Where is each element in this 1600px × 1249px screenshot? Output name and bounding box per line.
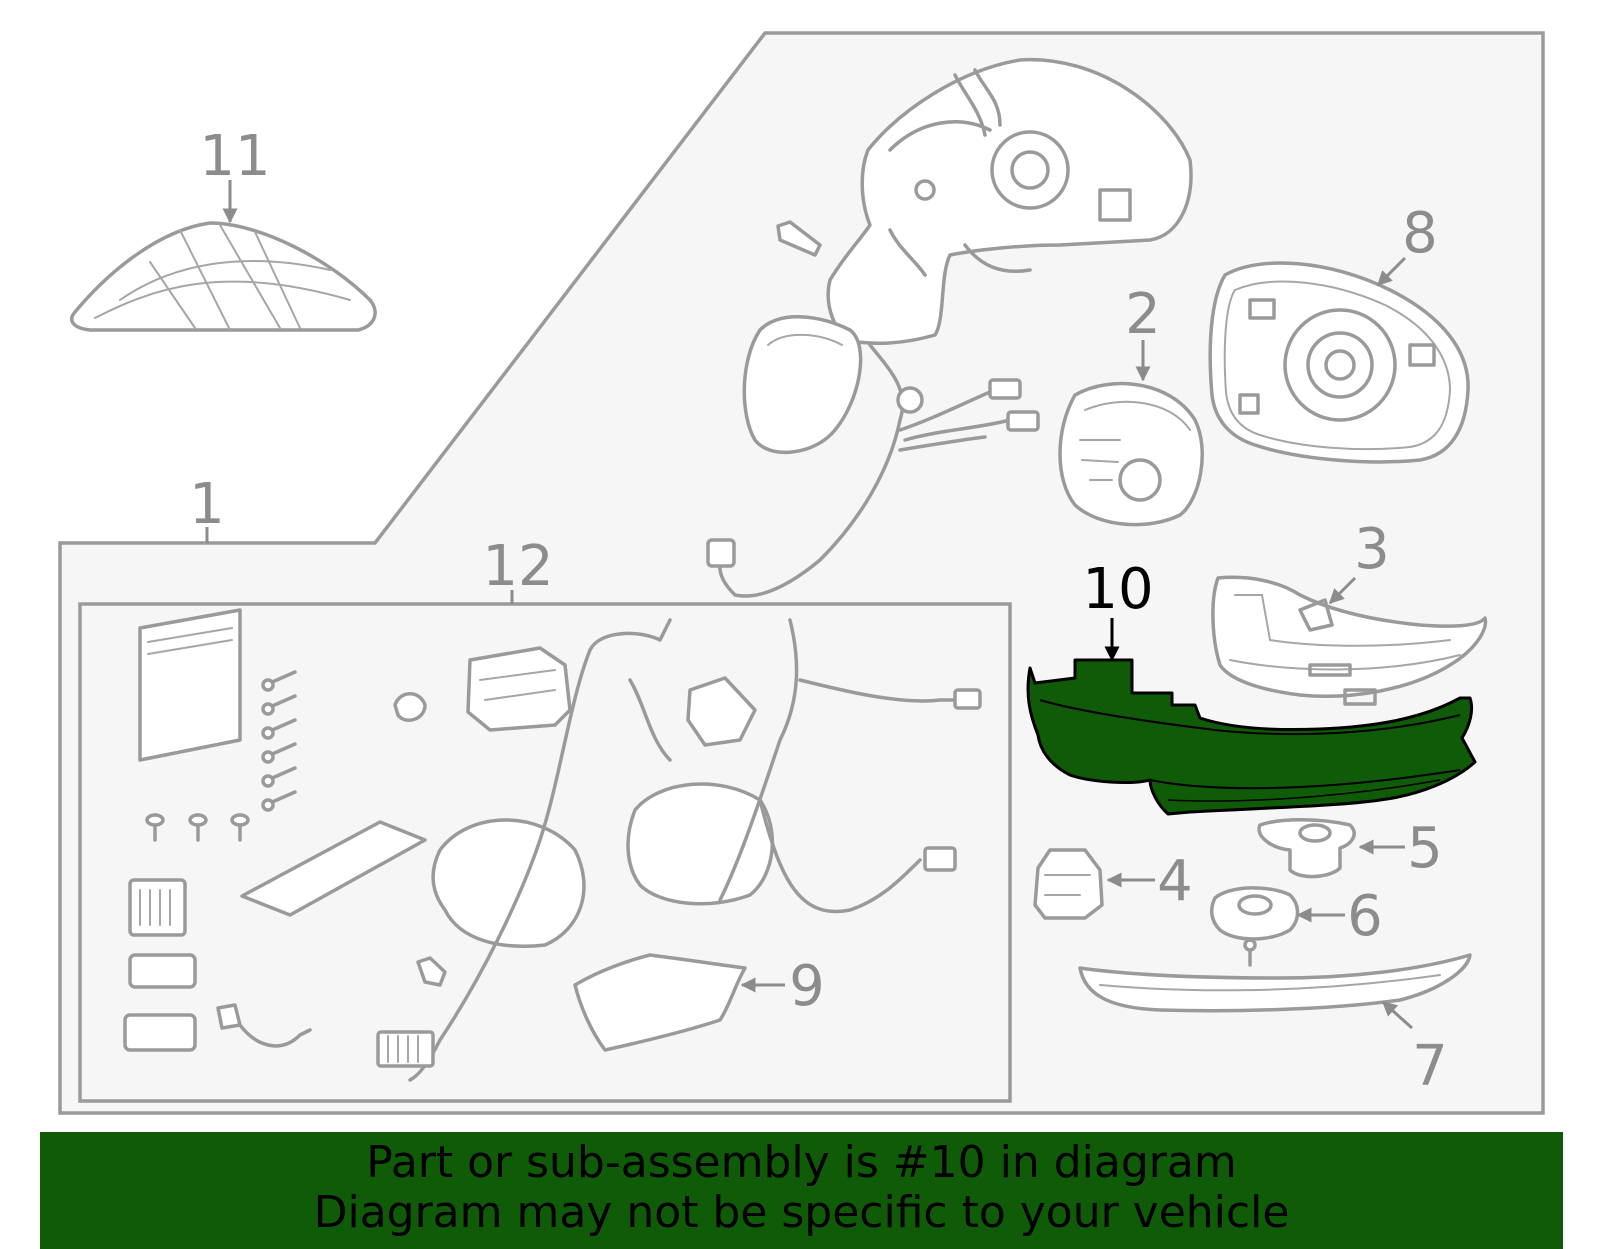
part-5-socket[interactable] [1257,818,1356,879]
callout-12: 12 [482,534,553,599]
part-6-led-unit[interactable] [1209,886,1300,941]
callout-8: 8 [1402,201,1438,266]
mirror-housing-assembly[interactable] [706,58,1193,598]
footer-line-2: Diagram may not be specific to your vehi… [313,1187,1290,1238]
callout-6: 6 [1347,884,1383,949]
callout-3: 3 [1354,517,1390,582]
part-4-bracket[interactable] [1033,848,1104,920]
footer-line-1: Part or sub-assembly is #10 in diagram [366,1137,1237,1188]
footer-banner: Part or sub-assembly is #10 in diagram D… [40,1132,1563,1249]
leader-8 [1376,256,1407,287]
leader-3 [1328,576,1357,605]
part-7-lens-strip[interactable] [1078,938,1472,1013]
callout-7: 7 [1412,1034,1448,1099]
screws [145,670,297,842]
callout-5: 5 [1407,816,1443,881]
part-10-turn-signal-lens[interactable] [1026,658,1477,816]
callout-1: 1 [189,472,225,537]
callout-9: 9 [789,954,825,1019]
callout-10: 10 [1082,557,1153,622]
callout-2: 2 [1125,282,1161,347]
part-12-kit-contents[interactable] [123,608,982,1082]
part-8-mirror-glass[interactable] [1208,261,1470,464]
part-9-cover-pad[interactable] [573,953,747,1052]
leader-7 [1381,1000,1414,1030]
part-11-mirror-cover[interactable] [70,221,377,332]
callout-11: 11 [199,124,270,189]
part-3-lamp-housing[interactable] [1211,575,1488,706]
part-2-actuator[interactable] [1058,381,1204,527]
callout-4: 4 [1157,849,1193,914]
